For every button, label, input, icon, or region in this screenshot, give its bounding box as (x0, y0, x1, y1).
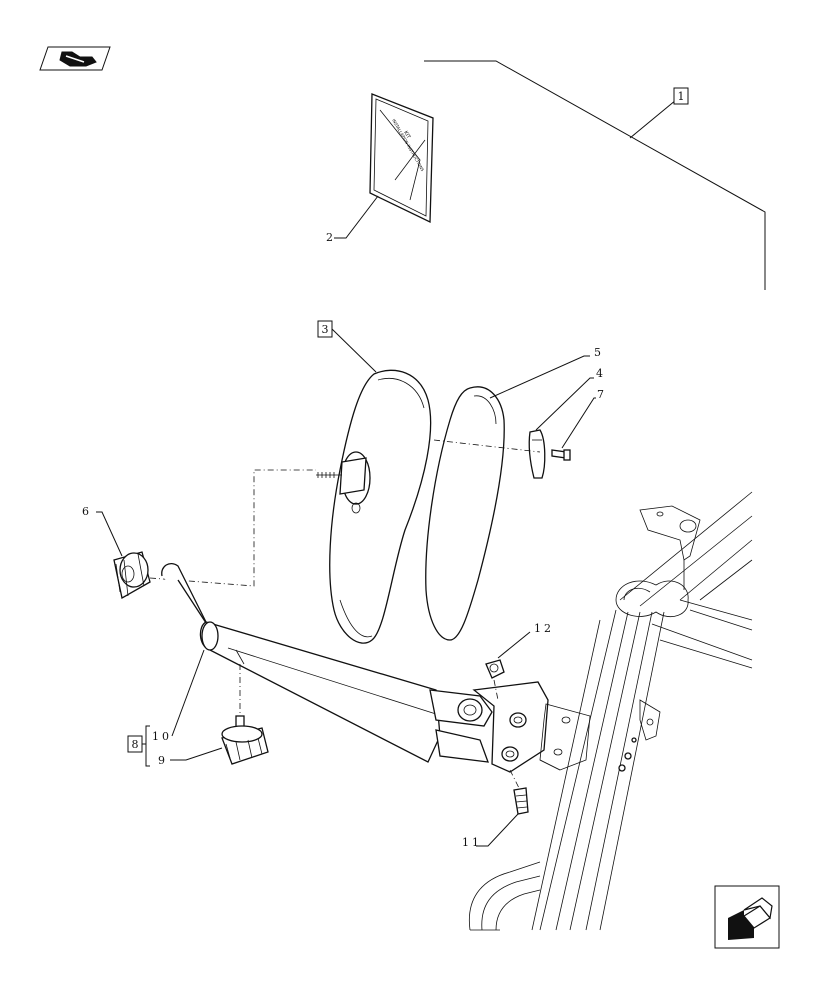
knob-9 (221, 664, 269, 765)
callout-9-label: 9 (158, 754, 165, 767)
callout-4-label: 4 (596, 367, 603, 380)
manual-line1: KIT (402, 130, 412, 141)
callout-3-label: 3 (322, 323, 329, 336)
callout-6: 6 (82, 505, 123, 557)
callout-12: 12 (497, 622, 554, 659)
kit-arrow-icon[interactable] (39, 46, 111, 71)
tractor-frame (468, 491, 753, 931)
callout-5: 5 (489, 346, 601, 399)
callout-7-label: 7 (597, 388, 604, 401)
instruction-manual: KIT INSTALLATION INSTRUCTIONS (369, 93, 434, 224)
assembly-line-stud (149, 469, 316, 587)
assembly-line-glass (433, 439, 541, 453)
callout-12-label: 12 (534, 622, 554, 635)
next-page-arrow-icon[interactable] (714, 885, 780, 949)
mirror-arm (161, 562, 549, 773)
callout-2-label: 2 (326, 231, 333, 244)
callout-8-label: 8 (132, 738, 139, 751)
callout-10: 10 (152, 649, 205, 743)
callout-1: 1 (673, 87, 689, 105)
callout-11: 11 (462, 813, 519, 849)
screw-7 (551, 449, 571, 461)
callout-6-label: 6 (82, 505, 89, 518)
kit-leader (424, 60, 766, 290)
bolt-11 (509, 769, 529, 815)
callout-1-label: 1 (678, 90, 685, 103)
knob-nut-6 (113, 551, 151, 600)
callout-9: 9 (158, 747, 223, 767)
callout-5-label: 5 (594, 346, 601, 359)
callout-4: 4 (535, 367, 603, 431)
callout-3: 3 (317, 320, 377, 373)
callout-2: 2 (326, 195, 379, 244)
mirror-head (316, 369, 432, 644)
callout-11-label: 11 (462, 836, 482, 849)
mirror-glass (425, 386, 505, 641)
callout-7: 7 (561, 388, 604, 449)
callout-8: 8 (127, 725, 150, 767)
mirror-clip (528, 429, 546, 479)
callout-10-label: 10 (152, 730, 172, 743)
nut-12 (485, 659, 505, 701)
